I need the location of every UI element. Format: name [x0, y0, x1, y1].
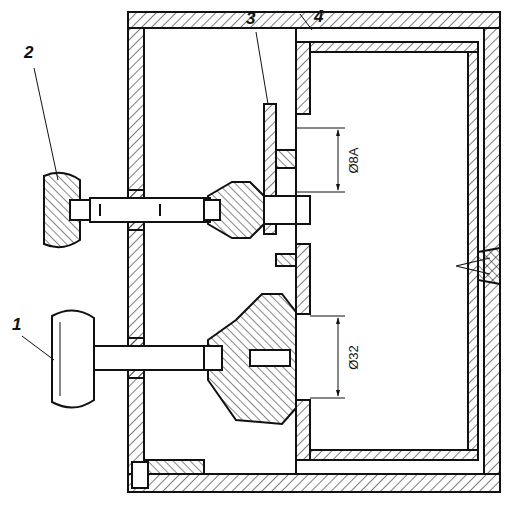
callout-number: 2 — [24, 44, 33, 61]
callout-number: 4 — [314, 8, 323, 25]
lower-shaft-assembly — [52, 294, 296, 424]
dimensions-and-leaders — [22, 14, 345, 398]
housing — [128, 12, 500, 492]
dimension-label: Ø8A — [347, 146, 360, 174]
upper-shaft-assembly — [44, 104, 310, 266]
callout-number: 3 — [246, 10, 255, 27]
callout-number: 1 — [12, 316, 21, 333]
dimension-label: Ø32 — [346, 344, 359, 371]
